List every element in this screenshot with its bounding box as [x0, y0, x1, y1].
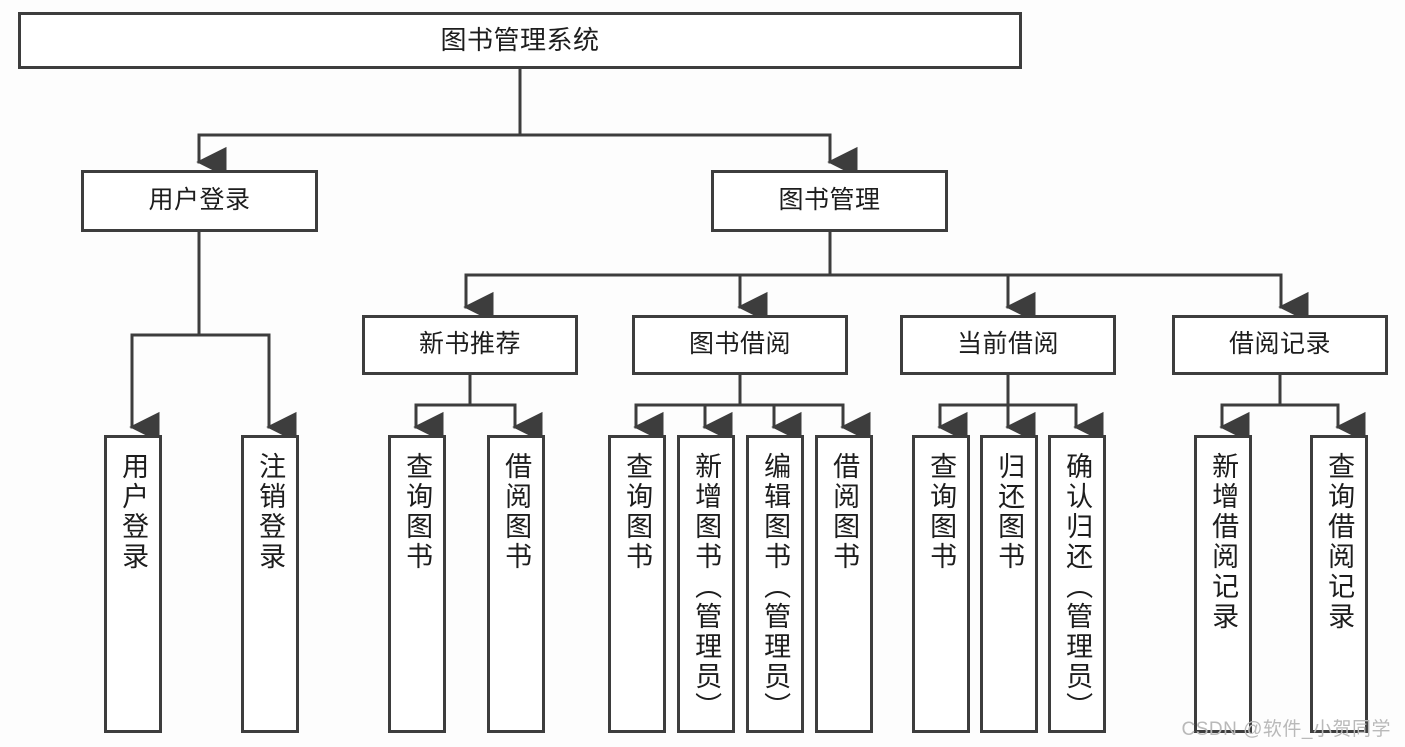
node-label: 用户登录 [148, 186, 251, 215]
node-label: 查询图书 [402, 452, 433, 572]
leaf-borrow-record-query-record[interactable]: 查询借阅记录 [1310, 435, 1368, 733]
leaf-borrow-record-add-record[interactable]: 新增借阅记录 [1194, 435, 1252, 733]
node-label: 注销登录 [255, 452, 286, 572]
leaf-current-borrow-confirm-return-admin[interactable]: 确认归还（管理员） [1048, 435, 1106, 733]
node-user-login[interactable]: 用户登录 [81, 170, 318, 232]
leaf-current-borrow-query-books[interactable]: 查询图书 [912, 435, 970, 733]
node-label: 图书管理系统 [440, 25, 600, 56]
node-label: 借阅图书 [501, 452, 532, 572]
leaf-user-login-sign-out[interactable]: 注销登录 [241, 435, 299, 733]
node-label: 借阅记录 [1228, 330, 1331, 359]
node-label: 新增借阅记录 [1208, 452, 1239, 632]
node-label: 图书管理 [778, 186, 881, 215]
node-label: 用户登录 [118, 452, 149, 572]
node-borrow-record[interactable]: 借阅记录 [1172, 315, 1388, 375]
node-book-borrow[interactable]: 图书借阅 [632, 315, 848, 375]
node-label: 确认归还（管理员） [1062, 452, 1093, 722]
node-new-book-recommend[interactable]: 新书推荐 [362, 315, 578, 375]
node-label: 归还图书 [994, 452, 1025, 572]
node-root-book-management-system[interactable]: 图书管理系统 [18, 12, 1022, 69]
leaf-book-borrow-query-books[interactable]: 查询图书 [608, 435, 666, 733]
node-book-management[interactable]: 图书管理 [711, 170, 948, 232]
node-label: 编辑图书（管理员） [760, 452, 791, 722]
leaf-current-borrow-return-books[interactable]: 归还图书 [980, 435, 1038, 733]
leaf-new-book-query-books[interactable]: 查询图书 [388, 435, 446, 733]
node-label: 图书借阅 [688, 330, 791, 359]
node-current-borrow[interactable]: 当前借阅 [900, 315, 1116, 375]
node-label: 当前借阅 [956, 330, 1059, 359]
node-label: 借阅图书 [829, 452, 860, 572]
leaf-book-borrow-add-book-admin[interactable]: 新增图书（管理员） [677, 435, 735, 733]
node-label: 查询图书 [926, 452, 957, 572]
leaf-user-login-sign-in[interactable]: 用户登录 [104, 435, 162, 733]
leaf-book-borrow-borrow-books[interactable]: 借阅图书 [815, 435, 873, 733]
node-label: 新增图书（管理员） [691, 452, 722, 722]
node-label: 查询图书 [622, 452, 653, 572]
leaf-new-book-borrow-books[interactable]: 借阅图书 [487, 435, 545, 733]
node-label: 查询借阅记录 [1324, 452, 1355, 632]
leaf-book-borrow-edit-book-admin[interactable]: 编辑图书（管理员） [746, 435, 804, 733]
node-label: 新书推荐 [418, 330, 521, 359]
